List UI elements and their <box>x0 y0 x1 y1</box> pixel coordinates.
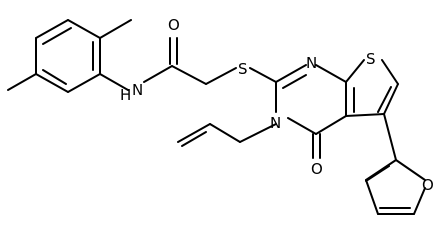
bond-n-allyl <box>239 123 277 143</box>
bond-thiophene <box>381 59 399 85</box>
amide-nitrogen-label: N <box>132 81 143 99</box>
bond-furan <box>413 187 426 215</box>
bond-carbonyl-ch2 <box>171 65 207 85</box>
thiophene-sulfur-label: S <box>366 50 376 68</box>
bond-thiophene-furan <box>383 113 397 161</box>
bond-pyrimidine <box>315 115 347 135</box>
bond-pyrimidine <box>275 64 307 83</box>
bond-n-carbonyl <box>143 65 173 83</box>
bond-methyl <box>7 73 37 91</box>
amide-hydrogen-label: H <box>120 86 131 104</box>
bond-furan-double <box>365 165 390 182</box>
bond-allyl-double <box>181 131 207 147</box>
bond-aryl <box>35 19 69 39</box>
carbonyl-oxygen-label: O <box>311 160 323 178</box>
bond-aryl-inner <box>42 69 67 85</box>
pyrimidine-n3-label: N <box>270 114 281 132</box>
thioether-sulfur-label: S <box>238 60 248 78</box>
bond-thiophene <box>345 113 385 117</box>
pyrimidine-n1-label: N <box>306 54 317 72</box>
bond-pyrimidine <box>287 117 317 135</box>
bond-s-c2 <box>249 67 277 83</box>
bond-thiophene <box>345 59 365 83</box>
bond-pyrimidine-inner <box>282 74 307 89</box>
bond-aryl-inner <box>42 27 72 45</box>
bond-thiophene-double <box>377 86 392 113</box>
bond-aryl <box>67 73 101 93</box>
bond-pyrimidine <box>315 64 347 83</box>
bonds <box>7 19 426 215</box>
bond-aryl <box>35 73 69 93</box>
bond-furan <box>365 179 379 215</box>
furan-oxygen-label: O <box>422 176 434 194</box>
bond-allyl <box>209 123 241 143</box>
bond-thiophene-double <box>383 83 399 115</box>
bond-ch2-s <box>205 67 237 85</box>
amide-oxygen-label: O <box>168 16 180 34</box>
atom-labels: O N H S N N S O O <box>120 16 434 194</box>
bond-furan <box>395 159 426 181</box>
bond-aryl <box>67 19 101 39</box>
bond-allyl-double <box>177 123 211 143</box>
bond-methyl <box>99 19 132 39</box>
bond-aryl-n <box>99 73 129 91</box>
